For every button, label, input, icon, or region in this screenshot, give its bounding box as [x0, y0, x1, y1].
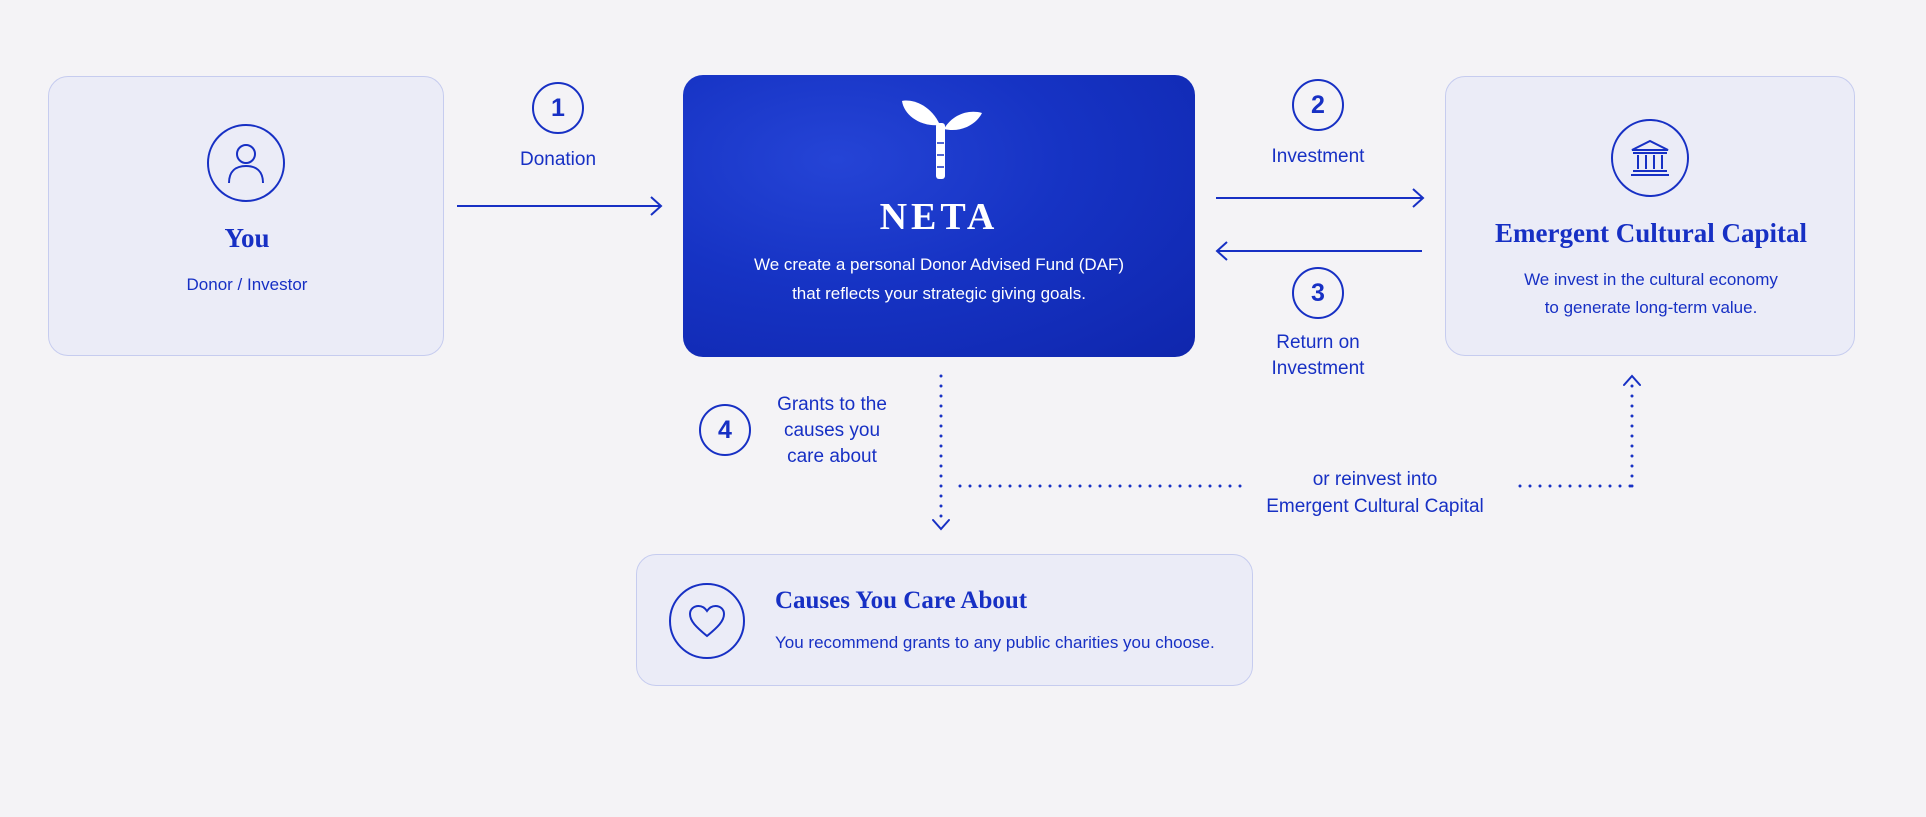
step-4-label-line1: Grants to the — [777, 394, 887, 415]
capital-description-line2: to generate long-term value. — [1544, 298, 1758, 317]
grants-dotted-arrow — [932, 374, 950, 531]
step-4-label-line2: causes you — [783, 420, 881, 441]
person-icon — [207, 124, 285, 202]
capital-description-line1: We invest in the cultural economy — [1524, 270, 1778, 289]
step-3-label-line1: Return on — [1276, 332, 1360, 353]
neta-title: NETA — [879, 196, 999, 238]
step-4-number: 4 — [699, 404, 751, 456]
reinvest-label-line2: Emergent Cultural Capital — [1266, 496, 1484, 517]
reinvest-dotted-path — [958, 374, 1641, 488]
heart-icon — [669, 583, 745, 659]
capital-title: Emergent Cultural Capital — [1495, 218, 1807, 248]
sprout-logo-icon — [900, 97, 984, 179]
you-subtitle: Donor / Investor — [186, 275, 308, 294]
donation-arrow — [457, 196, 663, 216]
causes-description: You recommend grants to any public chari… — [775, 633, 1215, 652]
reinvest-label-line1: or reinvest into — [1312, 469, 1438, 490]
causes-card: Causes You Care About You recommend gran… — [636, 554, 1253, 686]
step-3-number: 3 — [1292, 267, 1344, 319]
causes-title: Causes You Care About — [775, 587, 1028, 614]
capital-card: Emergent Cultural Capital We invest in t… — [1445, 76, 1855, 356]
neta-description-line1: We create a personal Donor Advised Fund … — [753, 255, 1125, 274]
neta-card: NETA We create a personal Donor Advised … — [683, 75, 1195, 357]
you-title: You — [224, 223, 270, 253]
return-arrow — [1215, 241, 1422, 261]
bank-building-icon — [1611, 119, 1689, 197]
investment-arrow — [1216, 188, 1425, 208]
step-2-label: Investment — [1271, 146, 1365, 167]
step-1-number: 1 — [532, 82, 584, 134]
step-1-label: Donation — [519, 149, 597, 170]
you-card: You Donor / Investor — [48, 76, 444, 356]
step-2-number: 2 — [1292, 79, 1344, 131]
step-4-label-line3: care about — [787, 446, 877, 467]
step-3-label-line2: Investment — [1271, 358, 1365, 379]
neta-description-line2: that reflects your strategic giving goal… — [792, 284, 1086, 303]
